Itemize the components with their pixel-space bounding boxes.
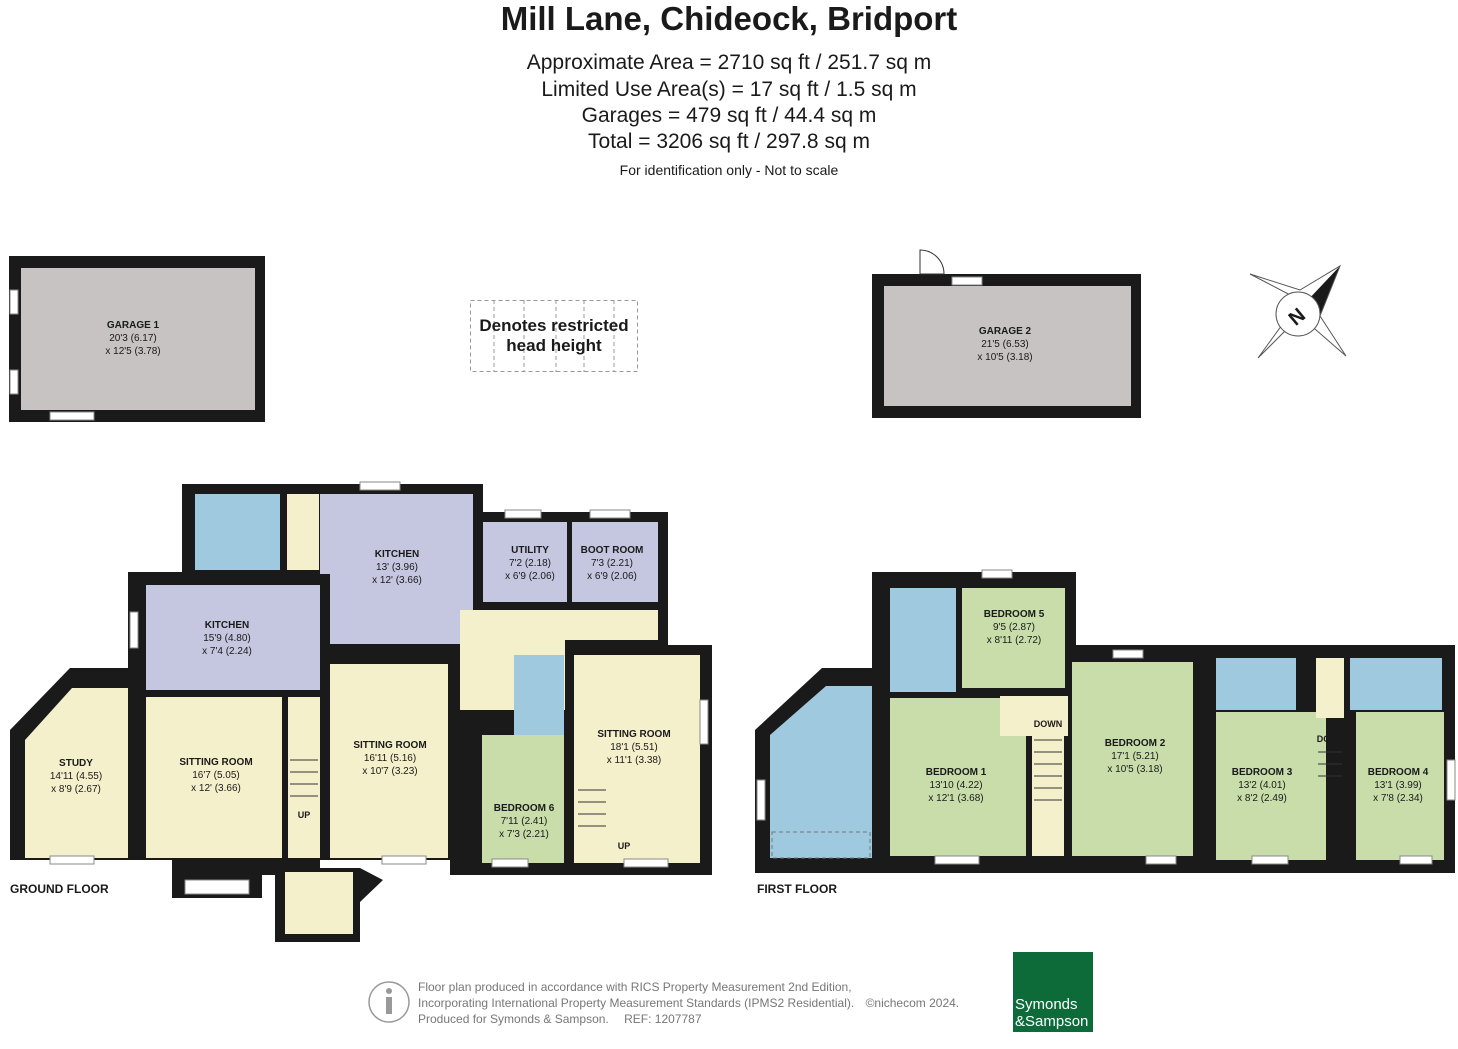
first-floor-plan: [755, 569, 1456, 873]
utility-dim1: 7'2 (2.18): [509, 558, 551, 569]
stairs-down-label-1: DOWN: [1034, 719, 1063, 729]
footer-copyright: ©nichecom 2024.: [865, 996, 960, 1010]
sitting-room-b: [330, 664, 448, 858]
sitting-b-name: SITTING ROOM: [353, 740, 426, 751]
sitting-room-a: [146, 697, 282, 858]
bedroom-5-dim1: 9'5 (2.87): [993, 622, 1035, 633]
bedroom-2-name: BEDROOM 2: [1105, 738, 1166, 749]
sitting-b-dim1: 16'11 (5.16): [364, 753, 416, 764]
footer-line-2: Incorporating International Property Mea…: [418, 996, 855, 1010]
compass-icon: [1249, 264, 1347, 359]
footer-ref: REF: 1207787: [624, 1012, 702, 1026]
sitting-a-dim1: 16'7 (5.05): [192, 770, 240, 781]
sitting-c-dim1: 18'1 (5.51): [610, 742, 658, 753]
stairs-up-label-1: UP: [298, 810, 311, 820]
bedroom-5: [962, 588, 1065, 688]
footer-credits: Floor plan produced in accordance with R…: [418, 979, 959, 1027]
bedroom-3-dim2: x 8'2 (2.49): [1237, 793, 1287, 804]
measurement-standard-icon: [368, 981, 410, 1023]
sitting-c-name: SITTING ROOM: [597, 729, 670, 740]
logo-line-1: Symonds: [1015, 996, 1078, 1013]
kitchen-a-dim1: 13' (3.96): [376, 562, 418, 573]
symonds-sampson-logo: Symonds &Sampson: [1013, 952, 1093, 1032]
bedroom-4-dim2: x 7'8 (2.34): [1373, 793, 1423, 804]
ground-floor-label: GROUND FLOOR: [10, 882, 109, 896]
footer-line-3-row: Produced for Symonds & Sampson. REF: 120…: [418, 1011, 959, 1027]
total-area: Total = 3206 sq ft / 297.8 sq m: [588, 130, 870, 153]
bedroom-1-dim2: x 12'1 (3.68): [928, 793, 983, 804]
legend-line-2: head height: [506, 336, 602, 355]
bedroom-2-dim2: x 10'5 (3.18): [1107, 764, 1162, 775]
ground-shower-room: [195, 494, 280, 570]
utility-room: [483, 522, 567, 602]
bedroom-6-dim1: 7'11 (2.41): [501, 816, 548, 827]
bedroom-3-dim1: 13'2 (4.01): [1238, 780, 1286, 791]
kitchen-a-name: KITCHEN: [375, 549, 419, 560]
bedroom-2: [1072, 662, 1193, 856]
garage-1: [9, 256, 265, 422]
boot-room: [572, 522, 658, 602]
bedroom-2-dim1: 17'1 (5.21): [1111, 751, 1159, 762]
footer-line-2-row: Incorporating International Property Mea…: [418, 995, 959, 1011]
stairs-down-label-2: DOWN: [1317, 734, 1346, 744]
sitting-room-c: [574, 655, 700, 863]
kitchen-b-dim1: 15'9 (4.80): [203, 633, 251, 644]
bedroom-6-name: BEDROOM 6: [494, 803, 555, 814]
bedroom-3-name: BEDROOM 3: [1232, 767, 1293, 778]
stairs-up-label-2: UP: [618, 841, 631, 851]
sitting-c-dim2: x 11'1 (3.38): [607, 755, 662, 766]
bedroom-4: [1356, 712, 1444, 860]
bedroom-6-dim2: x 7'3 (2.21): [499, 829, 549, 840]
kitchen-b: [146, 585, 320, 690]
study-dim1: 14'11 (4.55): [50, 771, 102, 782]
first-floor-label: FIRST FLOOR: [757, 882, 837, 896]
utility-dim2: x 6'9 (2.06): [505, 571, 555, 582]
garage-2-name: GARAGE 2: [979, 326, 1032, 337]
study-dim2: x 8'9 (2.67): [51, 784, 101, 795]
garage-1-name: GARAGE 1: [107, 320, 160, 331]
bedroom-6: [482, 735, 564, 863]
scale-note: For identification only - Not to scale: [619, 162, 839, 178]
page-title: Mill Lane, Chideock, Bridport: [500, 0, 958, 37]
bedroom-1-dim1: 13'10 (4.22): [929, 780, 982, 791]
kitchen-a-dim2: x 12' (3.66): [372, 575, 422, 586]
garage-1-dim2: x 12'5 (3.78): [105, 346, 160, 357]
sitting-a-name: SITTING ROOM: [179, 757, 252, 768]
bedroom-5-name: BEDROOM 5: [984, 609, 1045, 620]
kitchen-b-dim2: x 7'4 (2.24): [202, 646, 252, 657]
legend-line-1: Denotes restricted: [479, 316, 629, 335]
bedroom-4-dim1: 13'1 (3.99): [1374, 780, 1422, 791]
footer-line-1: Floor plan produced in accordance with R…: [418, 980, 852, 994]
sitting-b-dim2: x 10'7 (3.23): [362, 766, 417, 777]
room-labels: GARAGE 1 20'3 (6.17) x 12'5 (3.78) GARAG…: [10, 304, 1429, 896]
garage-2: [872, 249, 1141, 418]
footer-line-3: Produced for Symonds & Sampson.: [418, 1012, 609, 1026]
restricted-height-legend: Denotes restricted head height: [470, 316, 638, 356]
sitting-a-dim2: x 12' (3.66): [191, 783, 241, 794]
study-name: STUDY: [59, 758, 93, 769]
boot-room-dim1: 7'3 (2.21): [591, 558, 633, 569]
kitchen-a: [330, 494, 473, 644]
bedroom-3: [1216, 712, 1326, 860]
garage-2-dim2: x 10'5 (3.18): [977, 352, 1032, 363]
garages-area: Garages = 479 sq ft / 44.4 sq m: [581, 104, 877, 127]
limited-use-area: Limited Use Area(s) = 17 sq ft / 1.5 sq …: [541, 78, 917, 101]
bedroom-4-name: BEDROOM 4: [1368, 767, 1429, 778]
boot-room-dim2: x 6'9 (2.06): [587, 571, 637, 582]
bedroom-5-dim2: x 8'11 (2.72): [987, 635, 1042, 646]
utility-name: UTILITY: [511, 545, 549, 556]
restricted-height-legend-swatch: [470, 300, 638, 372]
approximate-area: Approximate Area = 2710 sq ft / 251.7 sq…: [526, 51, 932, 74]
study: [25, 688, 128, 858]
bedroom-1-name: BEDROOM 1: [926, 767, 987, 778]
kitchen-b-name: KITCHEN: [205, 620, 249, 631]
ground-floor-plan: [10, 481, 712, 942]
boot-room-name: BOOT ROOM: [581, 545, 644, 556]
garage-1-dim1: 20'3 (6.17): [109, 333, 157, 344]
garage-2-dim1: 21'5 (6.53): [981, 339, 1029, 350]
logo-line-2: &Sampson: [1015, 1013, 1089, 1030]
